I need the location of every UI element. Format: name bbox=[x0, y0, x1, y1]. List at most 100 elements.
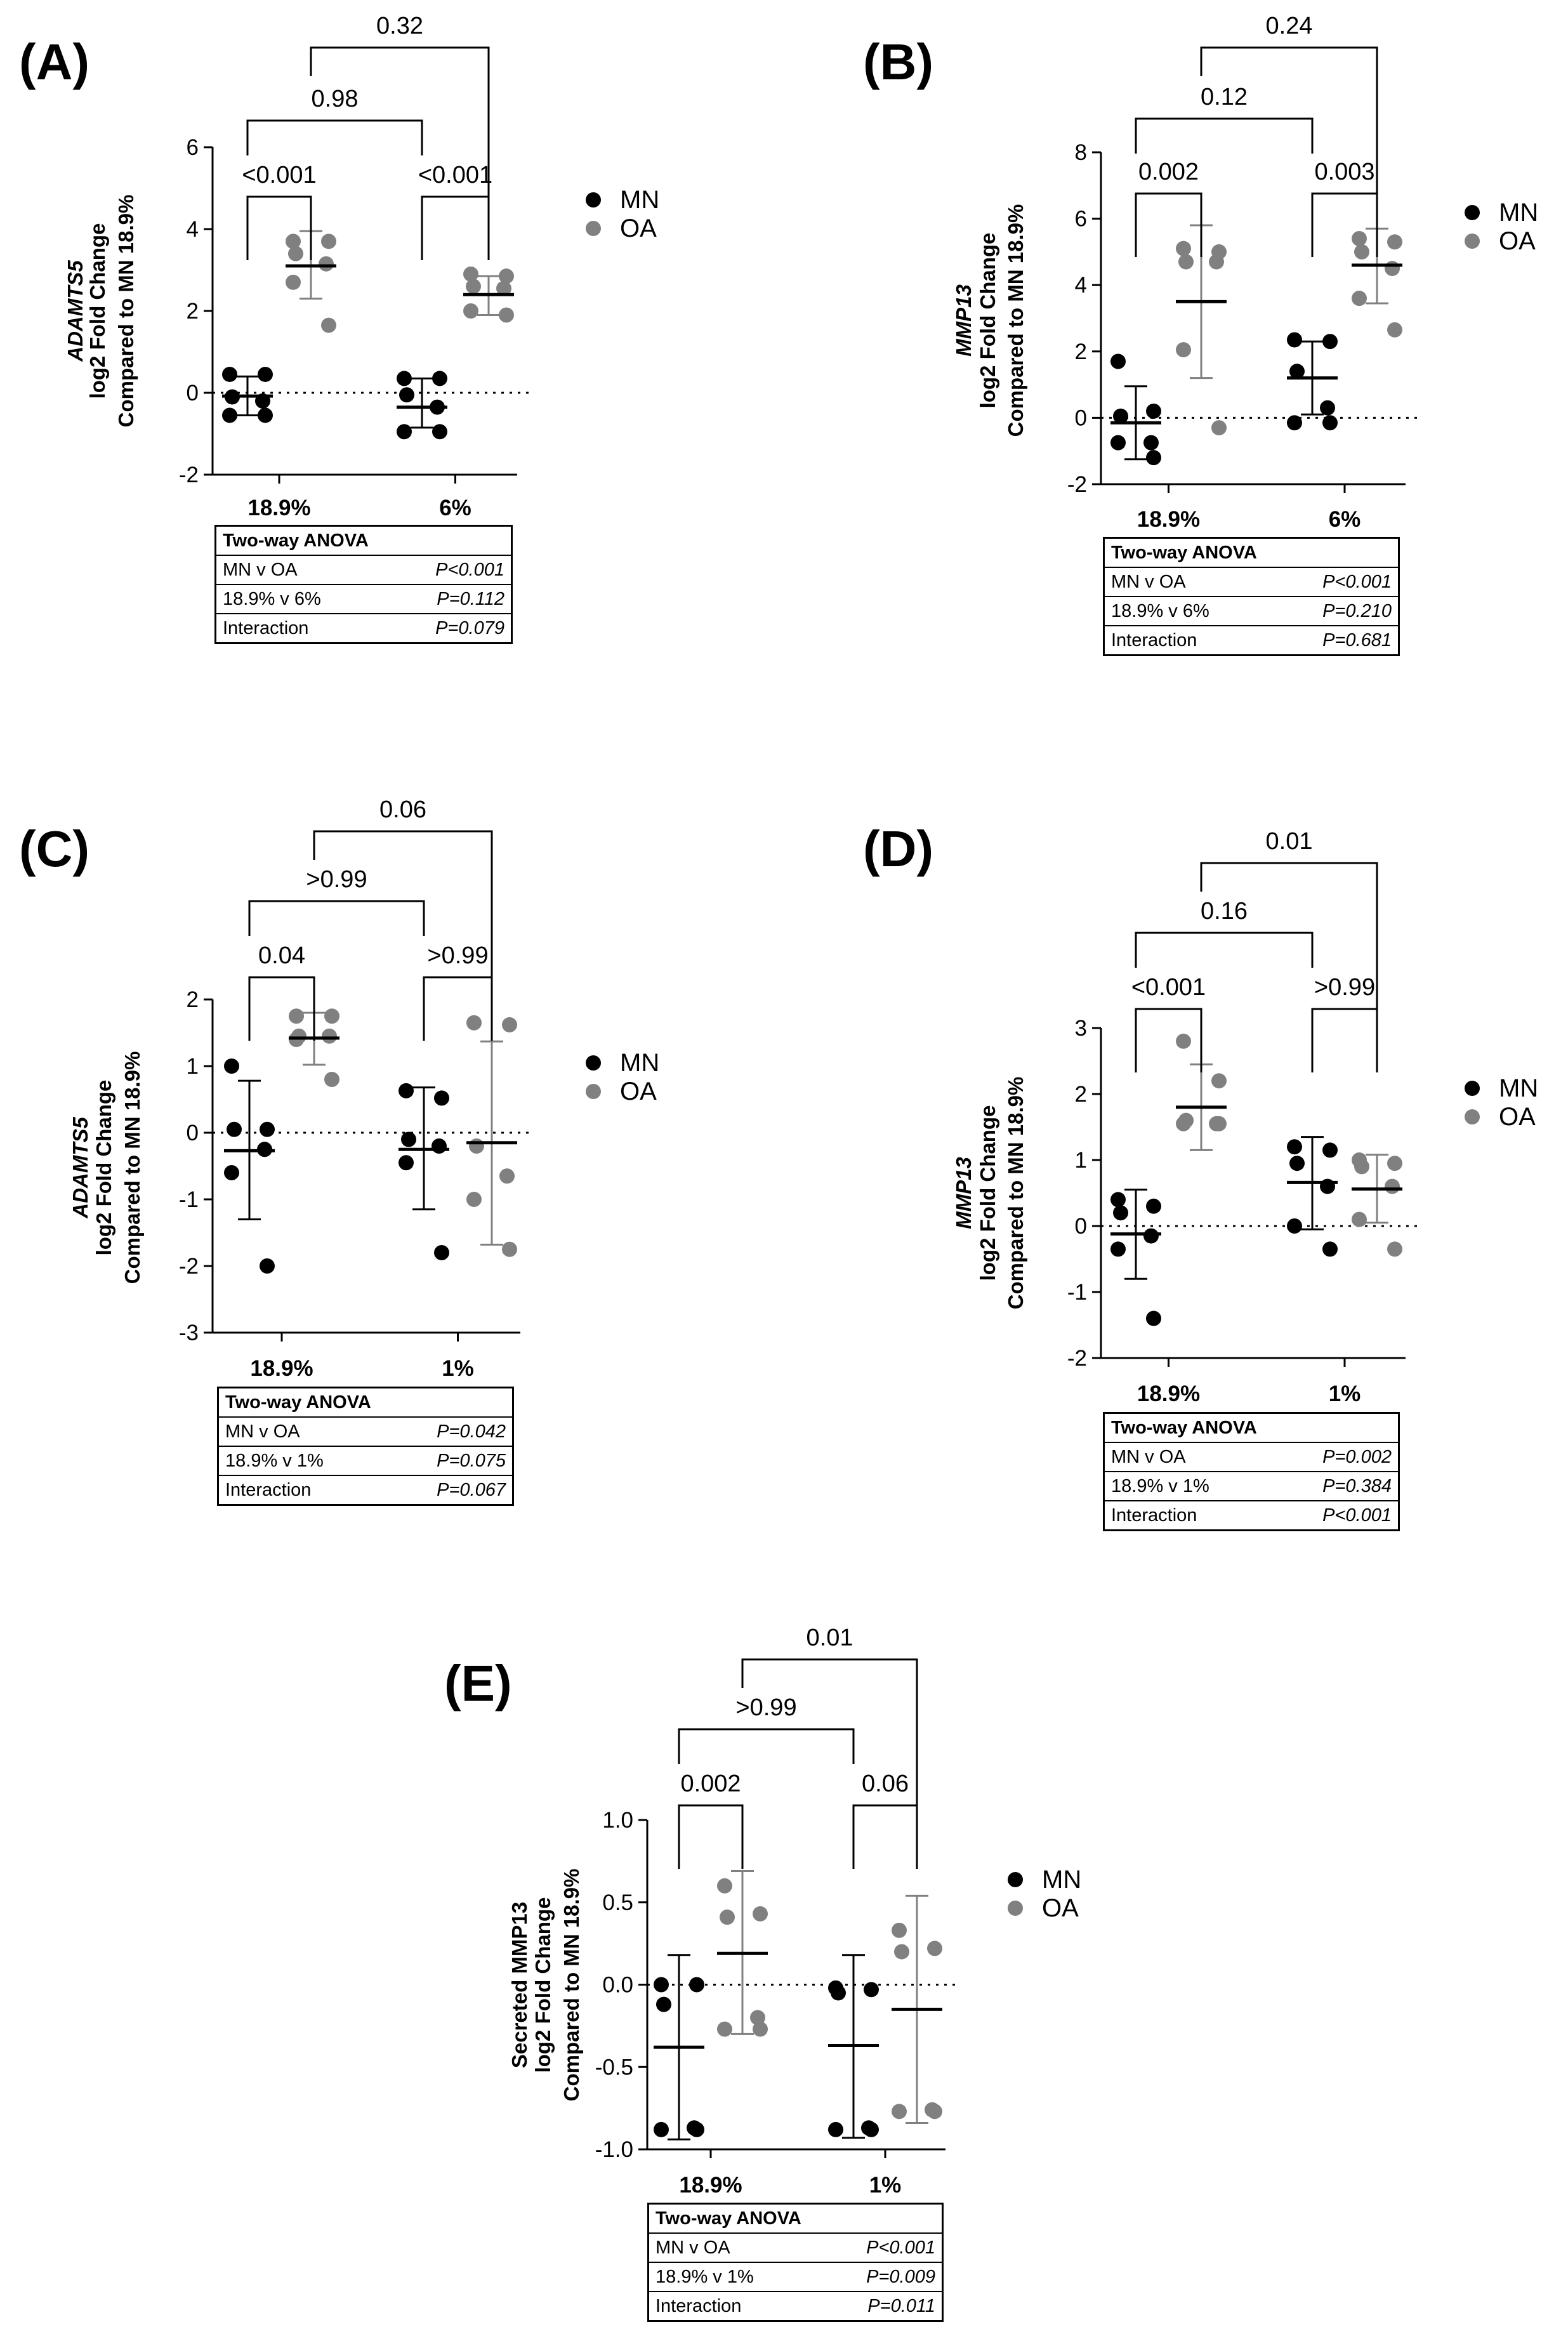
y-axis-label: log2 Fold Change bbox=[531, 1897, 555, 2073]
comparison-bracket bbox=[248, 976, 315, 1041]
anova-row-label: MN v OA bbox=[1111, 572, 1186, 592]
mn-data-point bbox=[1143, 1228, 1159, 1244]
anova-row-p-value: P=0.042 bbox=[437, 1421, 506, 1442]
panel-label: (D) bbox=[863, 821, 933, 877]
y-tick-label: 3 bbox=[1075, 1016, 1087, 1041]
y-axis-label: ADAMTS5 bbox=[63, 260, 87, 362]
x-category-label: 1% bbox=[869, 2173, 902, 2198]
oa-data-point bbox=[324, 1008, 339, 1024]
comparison-p-value: 0.32 bbox=[376, 13, 423, 39]
y-tick-label: -1 bbox=[179, 1187, 199, 1212]
comparison-p-value: 0.003 bbox=[1314, 159, 1374, 185]
mn-data-point bbox=[222, 366, 237, 382]
y-tick-label: 1 bbox=[1075, 1148, 1087, 1173]
y-tick-label: 0 bbox=[1075, 1214, 1087, 1239]
legend-oa-label: OA bbox=[620, 1078, 657, 1105]
legend-mn-marker bbox=[586, 1055, 601, 1071]
oa-data-point bbox=[1352, 230, 1367, 246]
comparison-bracket bbox=[421, 195, 490, 260]
oa-data-point bbox=[1211, 420, 1227, 436]
mn-data-point bbox=[260, 1121, 275, 1137]
mn-data-point bbox=[222, 407, 237, 423]
mn-data-point bbox=[1143, 435, 1159, 451]
comparison-bracket bbox=[1311, 1008, 1378, 1072]
y-tick-label: 8 bbox=[1075, 140, 1087, 165]
x-category-label: 1% bbox=[442, 1356, 474, 1381]
anova-row: MN v OA P<0.001 bbox=[649, 2234, 942, 2263]
comparison-bracket bbox=[246, 119, 423, 155]
anova-row-label: Interaction bbox=[225, 1480, 312, 1500]
legend-oa-label: OA bbox=[1499, 227, 1536, 255]
legend-mn-label: MN bbox=[1042, 1866, 1081, 1894]
y-tick-label: 2 bbox=[187, 299, 199, 324]
mn-data-point bbox=[224, 1058, 239, 1074]
mn-data-point bbox=[258, 366, 273, 382]
anova-row-label: MN v OA bbox=[223, 560, 298, 580]
anova-row-p-value: P<0.001 bbox=[866, 2238, 935, 2258]
oa-data-point bbox=[466, 1015, 482, 1031]
anova-row-label: Interaction bbox=[1111, 1505, 1197, 1526]
anova-row-p-value: P=0.002 bbox=[1322, 1447, 1392, 1467]
comparison-bracket bbox=[741, 1658, 918, 1869]
oa-data-point bbox=[927, 2104, 942, 2120]
comparison-p-value: >0.99 bbox=[306, 866, 367, 893]
mn-data-point bbox=[689, 1977, 704, 1993]
y-axis-label: log2 Fold Change bbox=[976, 1105, 999, 1281]
comparison-p-value: 0.01 bbox=[807, 1625, 853, 1651]
comparison-bracket bbox=[248, 900, 425, 936]
mn-data-point bbox=[434, 1090, 449, 1106]
oa-data-point bbox=[1211, 1116, 1227, 1131]
x-category-label: 6% bbox=[439, 496, 471, 520]
oa-data-point bbox=[466, 279, 481, 294]
mn-data-point bbox=[1113, 1205, 1128, 1221]
panel-label: (B) bbox=[863, 34, 933, 90]
oa-data-point bbox=[321, 234, 336, 249]
legend-oa-marker bbox=[586, 1084, 601, 1099]
y-tick-label: 0.5 bbox=[602, 1890, 633, 1915]
y-tick-label: 4 bbox=[1075, 273, 1087, 298]
mn-data-point bbox=[654, 1977, 669, 1993]
x-category-label: 18.9% bbox=[1137, 507, 1200, 532]
legend-mn-label: MN bbox=[620, 186, 659, 214]
comparison-p-value: <0.001 bbox=[418, 162, 492, 188]
mn-data-point bbox=[258, 407, 273, 423]
comparison-bracket bbox=[1200, 46, 1378, 257]
mn-data-point bbox=[432, 371, 447, 386]
mn-data-point bbox=[399, 387, 414, 403]
mn-data-point bbox=[1110, 435, 1126, 451]
y-tick-label: -1 bbox=[1067, 1280, 1087, 1305]
y-tick-label: -2 bbox=[179, 1254, 199, 1279]
y-tick-label: -2 bbox=[1067, 1346, 1087, 1371]
oa-data-point bbox=[288, 246, 303, 261]
anova-row-label: MN v OA bbox=[656, 2238, 730, 2258]
comparison-p-value: <0.001 bbox=[1131, 974, 1206, 1001]
oa-data-point bbox=[463, 303, 478, 319]
y-axis-label: log2 Fold Change bbox=[86, 223, 109, 399]
oa-data-point bbox=[720, 1909, 735, 1925]
oa-data-point bbox=[1385, 1178, 1400, 1194]
oa-data-point bbox=[1387, 1241, 1402, 1257]
mn-data-point bbox=[864, 2121, 879, 2137]
y-tick-label: -0.5 bbox=[595, 2055, 633, 2080]
comparison-bracket bbox=[1135, 192, 1202, 257]
legend-oa-label: OA bbox=[1042, 1894, 1079, 1922]
oa-data-point bbox=[1387, 322, 1402, 338]
oa-data-point bbox=[1354, 244, 1369, 260]
anova-row: 18.9% v 6%P=0.210 bbox=[1105, 597, 1398, 626]
anova-title: Two-way ANOVA bbox=[1105, 1414, 1398, 1443]
y-tick-label: -2 bbox=[179, 463, 199, 487]
mn-data-point bbox=[224, 1165, 239, 1180]
oa-data-point bbox=[717, 2021, 732, 2037]
anova-row-label: 18.9% v 1% bbox=[1111, 1476, 1209, 1496]
comparison-p-value: >0.99 bbox=[735, 1694, 796, 1721]
mn-data-point bbox=[1287, 332, 1302, 348]
oa-data-point bbox=[1176, 241, 1191, 256]
mn-data-point bbox=[864, 1982, 879, 1998]
